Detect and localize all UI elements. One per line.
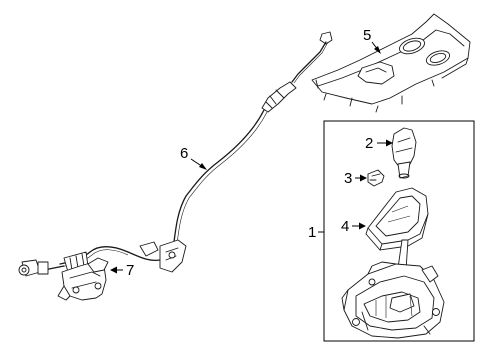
shifter-base bbox=[341, 239, 445, 339]
svg-text:6: 6 bbox=[180, 145, 188, 162]
cable-end-upper bbox=[319, 31, 333, 45]
callout-3: 3 bbox=[344, 170, 367, 187]
svg-text:3: 3 bbox=[344, 170, 352, 187]
svg-text:4: 4 bbox=[341, 218, 349, 235]
shift-cable bbox=[18, 31, 333, 277]
screw bbox=[367, 169, 385, 187]
shift-knob bbox=[391, 127, 417, 179]
callout-4: 4 bbox=[341, 218, 366, 235]
svg-text:1: 1 bbox=[308, 224, 316, 241]
callout-7: 7 bbox=[110, 262, 134, 279]
cable-bracket bbox=[57, 257, 109, 301]
cable-grommet bbox=[261, 81, 297, 113]
callout-1: 1 bbox=[308, 224, 324, 241]
callout-5: 5 bbox=[363, 27, 381, 54]
shifter-bezel bbox=[365, 187, 429, 251]
shifter-assembly-box bbox=[323, 120, 475, 342]
svg-text:7: 7 bbox=[126, 262, 134, 279]
console-trim-panel bbox=[311, 13, 471, 113]
svg-text:5: 5 bbox=[363, 27, 371, 44]
svg-text:2: 2 bbox=[365, 135, 373, 152]
callout-6: 6 bbox=[180, 145, 207, 170]
callout-2: 2 bbox=[365, 135, 393, 152]
